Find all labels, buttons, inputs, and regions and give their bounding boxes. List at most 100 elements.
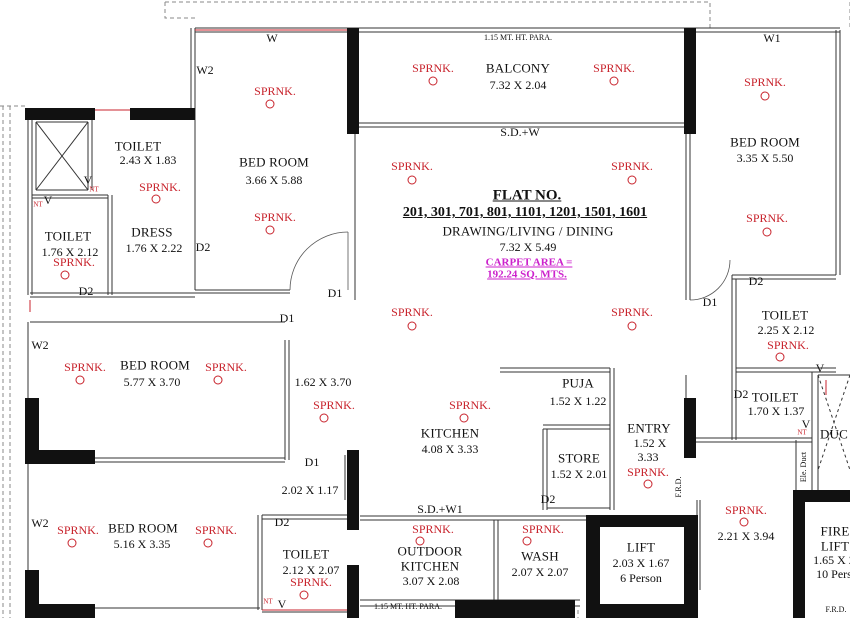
passage-dim: 2.02 X 1.17 bbox=[281, 483, 339, 497]
door-label-d1: D1 bbox=[304, 455, 320, 469]
sliding-door-label: S.D.+W1 bbox=[417, 502, 463, 516]
fire-lift-dim: 1.65 X 2 bbox=[813, 553, 850, 567]
window-label-v: V bbox=[801, 417, 811, 431]
duct-label: DUC bbox=[819, 426, 849, 442]
fire-lift-label: LIFT bbox=[820, 538, 850, 554]
nt-label: NT bbox=[33, 200, 43, 209]
bed-room-label: BED ROOM bbox=[239, 154, 309, 170]
sprinkler-label: SPRNK. bbox=[254, 84, 296, 98]
passage-dim: 1.62 X 3.70 bbox=[294, 375, 352, 389]
toilet-dim: 1.76 X 2.12 bbox=[41, 245, 99, 259]
puja-dim: 1.52 X 1.22 bbox=[549, 394, 607, 408]
nt-label: NT bbox=[89, 185, 99, 194]
frd-label: F.R.D. bbox=[825, 605, 847, 614]
door-label-d2: D2 bbox=[195, 240, 211, 254]
ele-duct-label: Ele. Duct bbox=[799, 451, 808, 483]
nt-label: NT bbox=[797, 428, 807, 437]
sprinkler-label: SPRNK. bbox=[139, 180, 181, 194]
door-label-d1: D1 bbox=[702, 295, 718, 309]
kitchen-dim: 4.08 X 3.33 bbox=[421, 442, 479, 456]
sprinkler-icon bbox=[407, 175, 417, 185]
sprinkler-icon bbox=[265, 99, 275, 109]
sprinkler-label: SPRNK. bbox=[746, 211, 788, 225]
sprinkler-label: SPRNK. bbox=[391, 305, 433, 319]
toilet-label: TOILET bbox=[114, 138, 162, 154]
toilet-dim: 1.70 X 1.37 bbox=[747, 404, 805, 418]
window-label-w2: W2 bbox=[196, 63, 214, 77]
toilet-label: TOILET bbox=[282, 546, 330, 562]
store-dim: 1.52 X 2.01 bbox=[550, 467, 608, 481]
sprinkler-label: SPRNK. bbox=[725, 503, 767, 517]
sprinkler-label: SPRNK. bbox=[449, 398, 491, 412]
sprinkler-icon bbox=[609, 76, 619, 86]
frd-label: F.R.D. bbox=[674, 476, 683, 498]
kitchen-label: KITCHEN bbox=[420, 425, 480, 441]
toilet-label: TOILET bbox=[751, 389, 799, 405]
door-label-d2: D2 bbox=[733, 387, 749, 401]
sprinkler-icon bbox=[522, 536, 532, 546]
entry-label: ENTRY bbox=[627, 420, 671, 436]
sprinkler-icon bbox=[627, 321, 637, 331]
lobby-dim: 2.21 X 3.94 bbox=[717, 529, 775, 543]
balcony-dim: 7.32 X 2.04 bbox=[489, 78, 547, 92]
window-label-w2: W2 bbox=[31, 516, 49, 530]
nt-label: NT bbox=[263, 597, 273, 606]
living-label: DRAWING/LIVING / DINING bbox=[442, 223, 614, 239]
window-label-v: V bbox=[83, 173, 93, 187]
fire-lift-capacity: 10 Pers bbox=[816, 567, 850, 581]
living-dim: 7.32 X 5.49 bbox=[499, 240, 557, 254]
sprinkler-icon bbox=[319, 413, 329, 423]
sprinkler-label: SPRNK. bbox=[412, 61, 454, 75]
door-label-d2: D2 bbox=[540, 492, 556, 506]
lift-label: LIFT bbox=[626, 539, 656, 555]
window-label-w: W bbox=[266, 31, 278, 45]
bed-room-dim: 3.35 X 5.50 bbox=[736, 151, 794, 165]
toilet-label: TOILET bbox=[44, 228, 92, 244]
sprinkler-icon bbox=[75, 375, 85, 385]
window-label-v: V bbox=[43, 193, 53, 207]
window-label-v: V bbox=[277, 597, 287, 611]
frd-label: F.R.D. bbox=[685, 553, 694, 575]
door-label-d1: D1 bbox=[327, 286, 343, 300]
flat-title: FLAT NO. bbox=[492, 187, 562, 204]
sprinkler-label: SPRNK. bbox=[627, 465, 669, 479]
outdoor-kitchen-label: OUTDOOR bbox=[397, 543, 463, 559]
parapet-label-top: 1.15 MT. HT. PARA. bbox=[483, 33, 553, 42]
door-label-d2: D2 bbox=[748, 274, 764, 288]
sprinkler-label: SPRNK. bbox=[767, 338, 809, 352]
dress-dim: 1.76 X 2.22 bbox=[125, 241, 183, 255]
sprinkler-label: SPRNK. bbox=[593, 61, 635, 75]
carpet-area-value: 192.24 SQ. MTS. bbox=[487, 268, 567, 281]
toilet-dim: 2.25 X 2.12 bbox=[757, 323, 815, 337]
sprinkler-label: SPRNK. bbox=[57, 523, 99, 537]
flat-numbers: 201, 301, 701, 801, 1101, 1201, 1501, 16… bbox=[402, 205, 648, 220]
sprinkler-icon bbox=[775, 352, 785, 362]
toilet-dim: 2.43 X 1.83 bbox=[119, 153, 177, 167]
sprinkler-label: SPRNK. bbox=[522, 522, 564, 536]
sprinkler-label: SPRNK. bbox=[611, 305, 653, 319]
sprinkler-icon bbox=[760, 91, 770, 101]
balcony-label: BALCONY bbox=[485, 60, 551, 76]
sprinkler-icon bbox=[459, 413, 469, 423]
entry-dim: 1.52 X bbox=[633, 436, 667, 450]
sprinkler-label: SPRNK. bbox=[205, 360, 247, 374]
dress-label: DRESS bbox=[131, 224, 173, 240]
window-label-v: V bbox=[815, 361, 825, 375]
sprinkler-icon bbox=[415, 536, 425, 546]
sprinkler-icon bbox=[762, 227, 772, 237]
sprinkler-icon bbox=[213, 375, 223, 385]
sprinkler-icon bbox=[265, 225, 275, 235]
sprinkler-icon bbox=[203, 538, 213, 548]
store-label: STORE bbox=[558, 450, 600, 466]
sprinkler-icon bbox=[643, 479, 653, 489]
sprinkler-icon bbox=[151, 194, 161, 204]
sprinkler-icon bbox=[299, 590, 309, 600]
bed-room-label: BED ROOM bbox=[120, 357, 190, 373]
lift-capacity: 6 Person bbox=[620, 571, 662, 585]
sprinkler-label: SPRNK. bbox=[290, 575, 332, 589]
bed-room-label: BED ROOM bbox=[108, 520, 178, 536]
sprinkler-icon bbox=[407, 321, 417, 331]
bed-room-dim: 5.77 X 3.70 bbox=[123, 375, 181, 389]
sprinkler-label: SPRNK. bbox=[254, 210, 296, 224]
